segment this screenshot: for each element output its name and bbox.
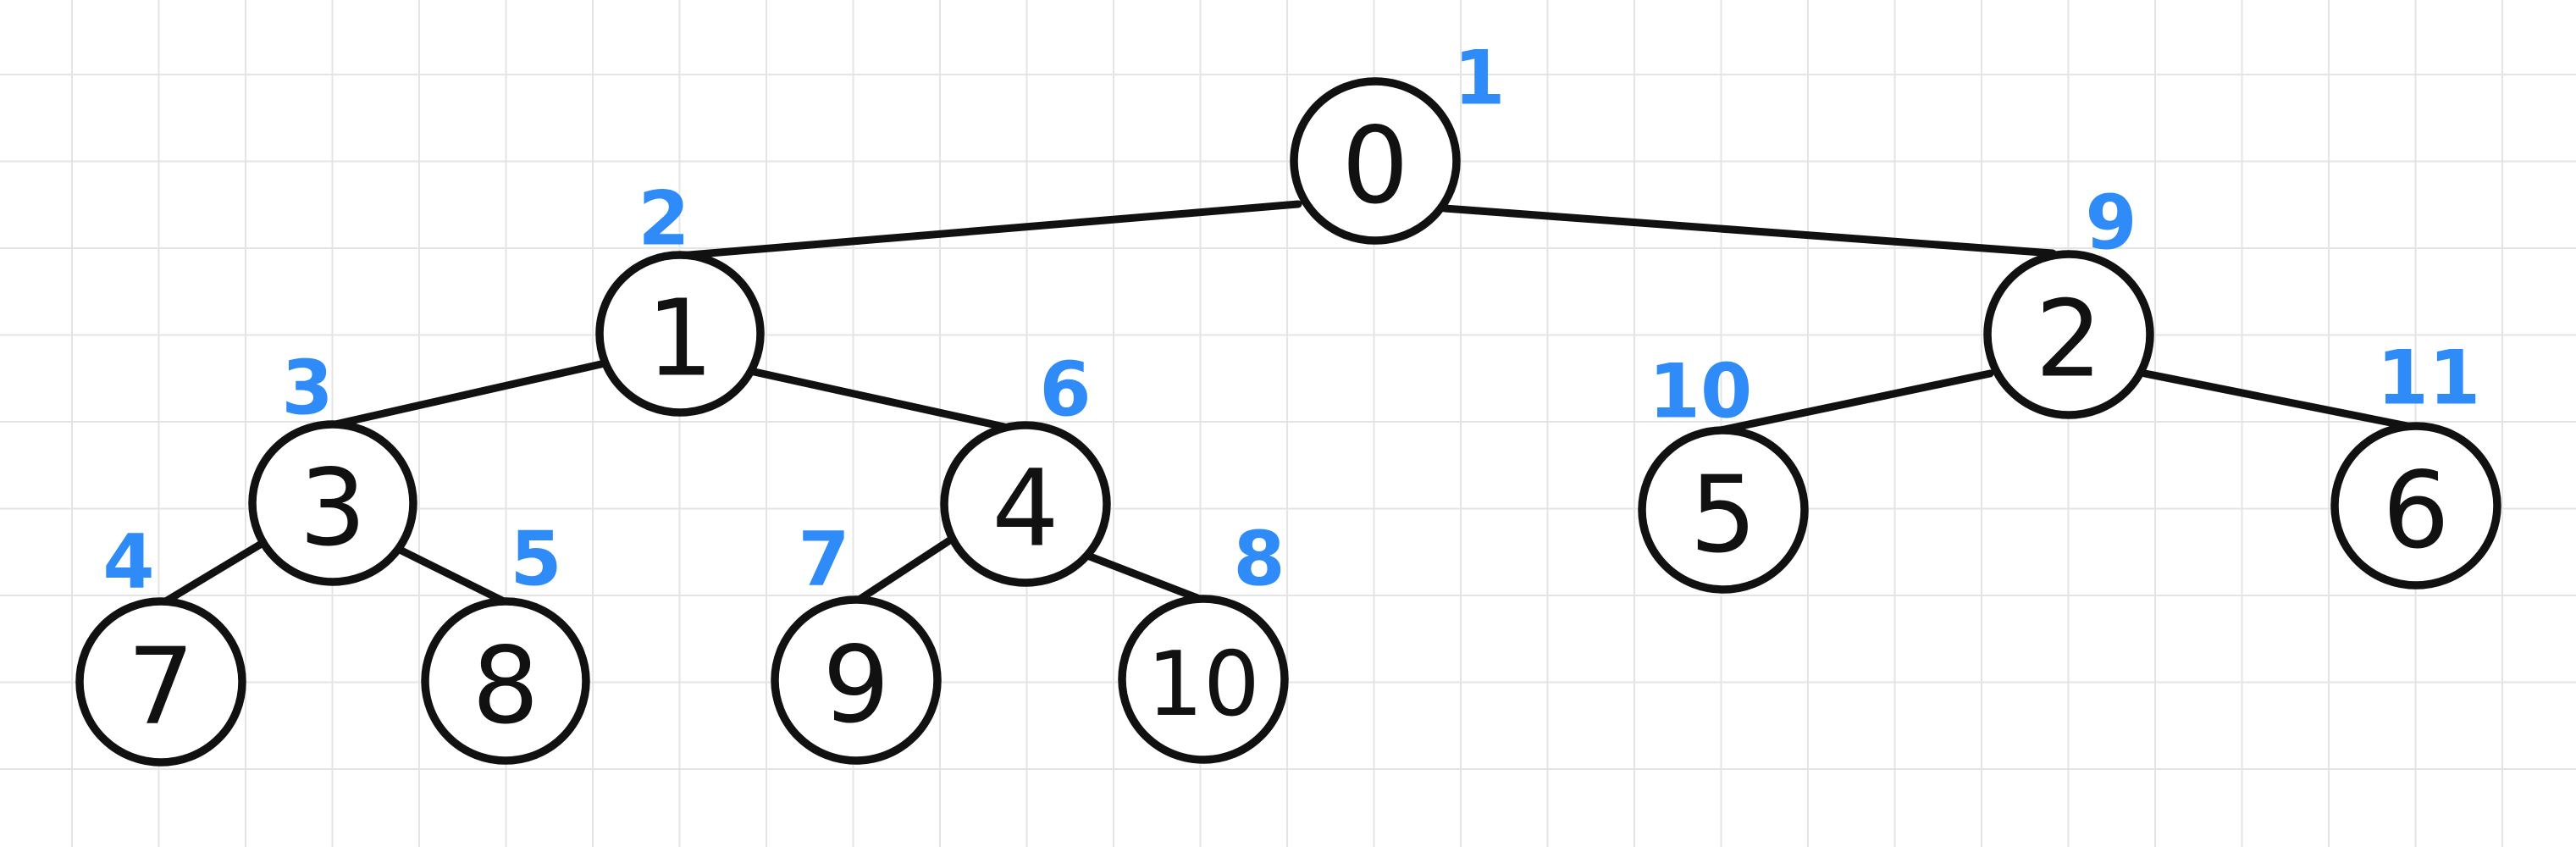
node-value-10: 10 [1147, 633, 1260, 736]
edge-1-4[interactable] [746, 367, 1009, 431]
node-circle-4[interactable] [940, 421, 1111, 587]
edge-2-5[interactable] [1716, 369, 1994, 435]
visit-order-label-0[interactable]: 1 [1453, 35, 1505, 122]
node-value-3: 3 [299, 447, 367, 570]
visit-order-label-9[interactable]: 7 [798, 516, 849, 603]
tree-node-5[interactable]: 510 [1638, 348, 1809, 594]
edge-2-6[interactable] [2141, 369, 2416, 431]
node-circle-9[interactable] [771, 595, 942, 765]
tree-node-6[interactable]: 611 [2330, 335, 2501, 590]
node-circle-0[interactable] [1290, 77, 1461, 245]
tree-node-3[interactable]: 33 [248, 345, 417, 586]
tree-node-1[interactable]: 12 [595, 175, 765, 417]
node-value-9: 9 [822, 624, 890, 747]
visit-order-label-7[interactable]: 4 [102, 518, 154, 606]
visit-order-label-2[interactable]: 9 [2085, 180, 2137, 267]
visit-order-label-8[interactable]: 5 [510, 516, 561, 603]
node-value-5: 5 [1689, 454, 1757, 577]
edge-0-1[interactable] [655, 200, 1302, 262]
edge-4-10[interactable] [1086, 552, 1206, 604]
node-value-6: 6 [2382, 450, 2450, 573]
node-circle-10[interactable] [1118, 595, 1289, 764]
node-circle-1[interactable] [595, 251, 765, 417]
tree-node-0[interactable]: 01 [1290, 35, 1506, 245]
visit-order-label-6[interactable]: 11 [2377, 335, 2480, 422]
node-value-1: 1 [646, 278, 714, 401]
tree-node-8[interactable]: 85 [421, 516, 590, 765]
node-value-7: 7 [127, 626, 195, 749]
node-circle-2[interactable] [1983, 250, 2154, 419]
node-value-2: 2 [2035, 279, 2103, 401]
visit-order-label-10[interactable]: 8 [1233, 516, 1285, 603]
tree-edges [160, 200, 2416, 606]
node-circle-6[interactable] [2330, 422, 2501, 590]
tree-node-4[interactable]: 46 [940, 346, 1111, 587]
edge-3-7[interactable] [160, 538, 268, 606]
visit-order-label-3[interactable]: 3 [281, 345, 333, 432]
edge-4-9[interactable] [854, 535, 955, 605]
tree-node-9[interactable]: 97 [771, 516, 942, 765]
tree-node-10[interactable]: 108 [1118, 516, 1289, 764]
node-circle-7[interactable] [75, 597, 246, 767]
edge-3-8[interactable] [394, 545, 508, 606]
tree-node-7[interactable]: 74 [75, 518, 246, 767]
node-circle-8[interactable] [421, 597, 590, 765]
edge-1-3[interactable] [331, 359, 609, 429]
visit-order-label-4[interactable]: 6 [1039, 346, 1091, 434]
node-value-4: 4 [992, 448, 1059, 571]
node-circle-5[interactable] [1638, 426, 1809, 594]
node-value-0: 0 [1341, 105, 1409, 228]
visit-order-label-5[interactable]: 10 [1649, 348, 1752, 435]
tree-node-2[interactable]: 29 [1983, 180, 2154, 419]
edge-0-2[interactable] [1440, 204, 2057, 257]
visit-order-label-1[interactable]: 2 [638, 175, 689, 263]
node-value-8: 8 [472, 625, 539, 748]
node-circle-3[interactable] [248, 420, 417, 586]
